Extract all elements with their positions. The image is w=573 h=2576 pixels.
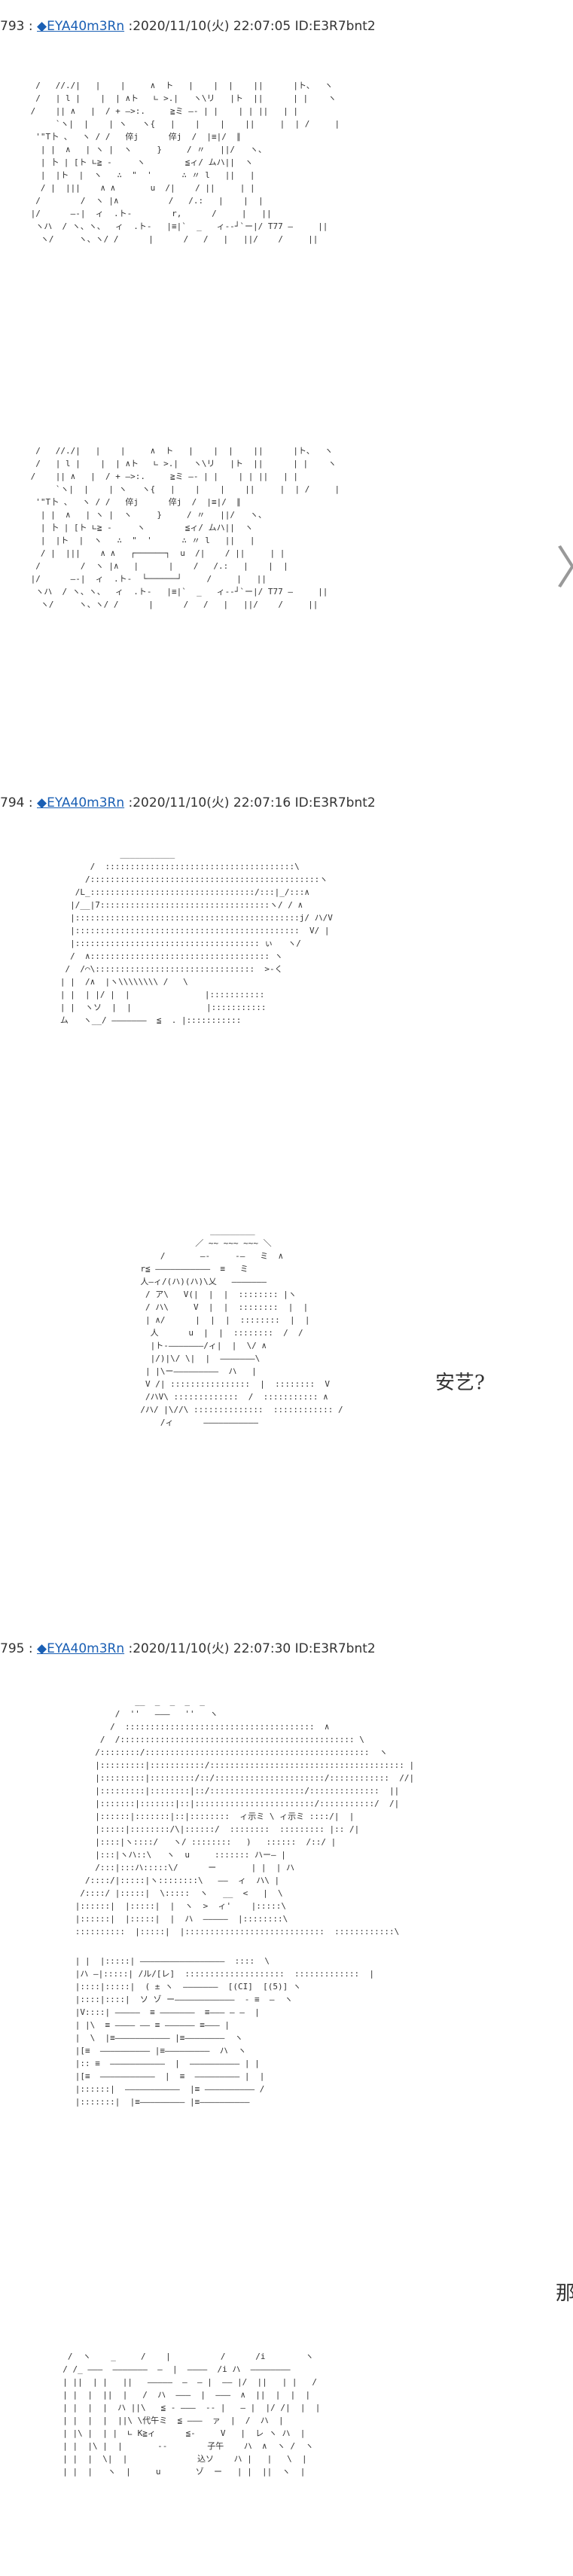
post-meta: :2020/11/10(火) 22:07:30 ID:E3R7bnt2: [128, 1641, 376, 1656]
poster-name-link[interactable]: ◆EYA40m3Rn: [37, 795, 125, 810]
post-header-794: 794 : ◆EYA40m3Rn :2020/11/10(火) 22:07:16…: [0, 795, 376, 810]
caption-text: 安艺?: [435, 1372, 485, 1394]
ascii-art-794-bottom: _________ ／ ~~ ~~~ ~~~ ＼ / ―‐ ‐― ミ ∧ r≦ …: [140, 1225, 343, 1427]
ascii-art-795-top: __ _ _ _ _ / '' ――― '' ヽ / :::::::::::::…: [75, 1696, 415, 1937]
ascii-art-794-top: ___________ / ::::::::::::::::::::::::::…: [59, 849, 333, 1025]
post-number: 793: [0, 19, 25, 34]
ascii-art-795-bottom: | | |:::::| ――――――――――――――――― :::: \ |ハ …: [75, 1956, 374, 2107]
post-number: 794: [0, 795, 25, 810]
post-meta: :2020/11/10(火) 22:07:16 ID:E3R7bnt2: [128, 795, 376, 810]
post-header-795: 795 : ◆EYA40m3Rn :2020/11/10(火) 22:07:30…: [0, 1641, 376, 1656]
side-bracket-icon: 〉: [556, 546, 573, 591]
post-header-793: 793 : ◆EYA40m3Rn :2020/11/10(火) 22:07:05…: [0, 19, 376, 34]
poster-name-link[interactable]: ◆EYA40m3Rn: [37, 19, 125, 34]
post-number: 795: [0, 1641, 25, 1656]
ascii-art-793-top: / //./| | | ∧ ト | | | || |ト、 ヽ / | l | |…: [30, 81, 340, 244]
ascii-art-795-tail: / ヽ _ / | / /i ヽ / /_ ――― ――――――― ― | ――…: [62, 2352, 321, 2477]
post-meta: :2020/11/10(火) 22:07:05 ID:E3R7bnt2: [128, 19, 376, 34]
poster-name-link[interactable]: ◆EYA40m3Rn: [37, 1641, 125, 1656]
ascii-art-793-bottom: / //./| | | ∧ ト | | | || |ト、 ヽ / | l | |…: [30, 446, 340, 609]
edge-char-text: 那: [556, 2282, 573, 2305]
